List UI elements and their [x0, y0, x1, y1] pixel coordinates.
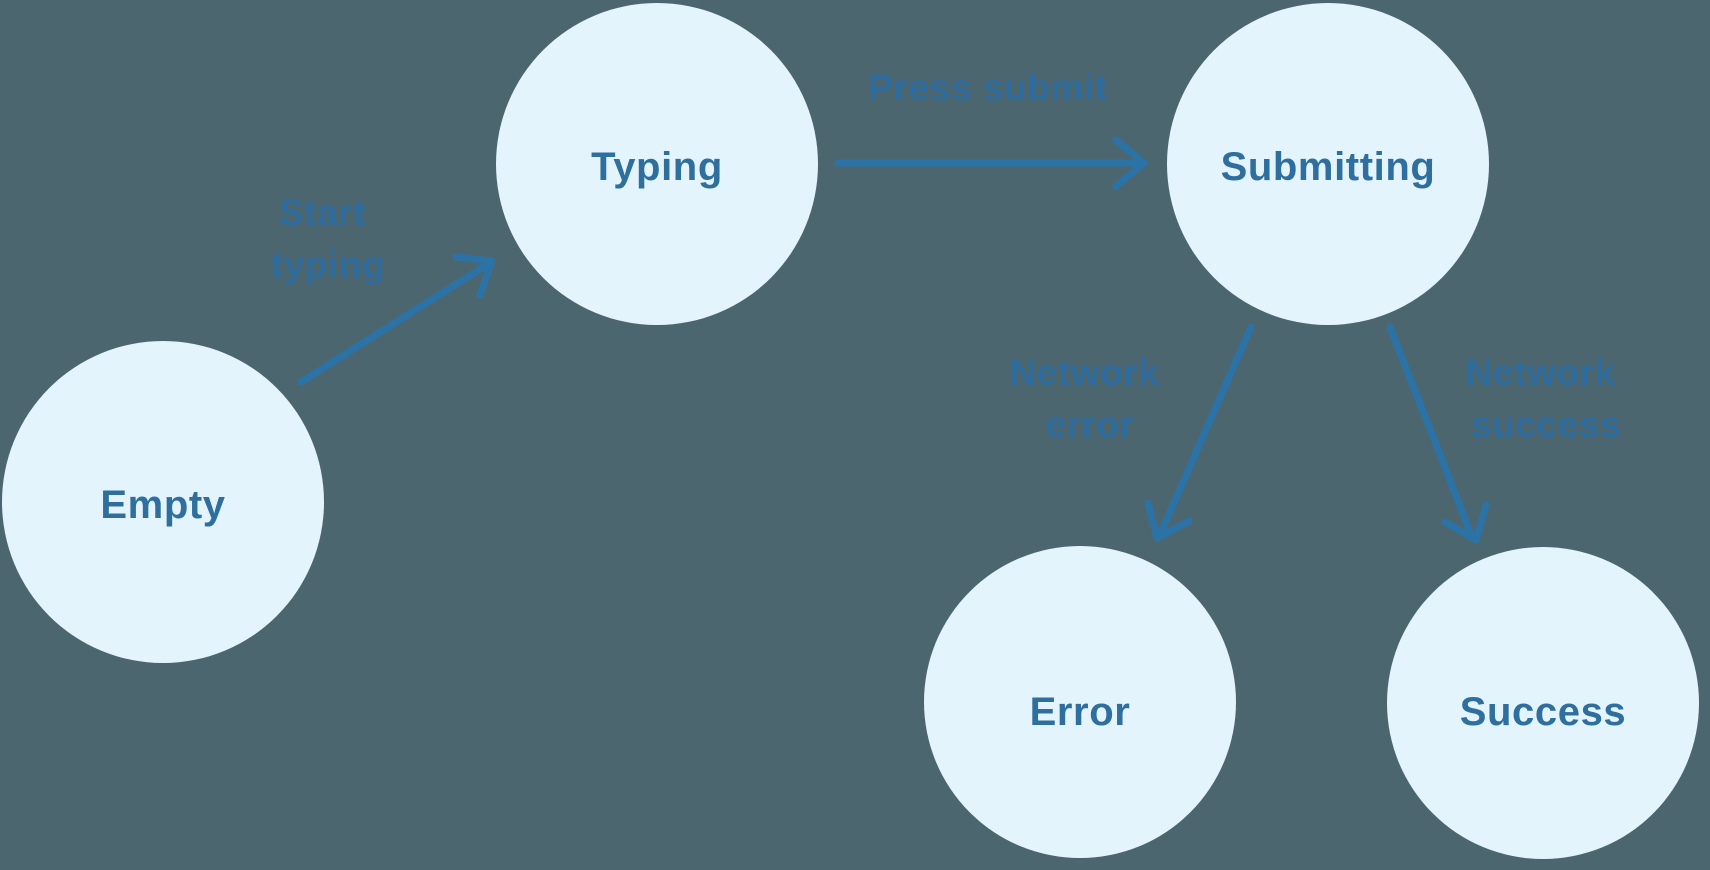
state-circle-submitting	[1167, 3, 1489, 325]
transition-network-success: Network success	[1386, 323, 1626, 544]
arrowhead-submitting-to-error	[1144, 499, 1193, 542]
transition-press-submit: Press submit	[834, 67, 1148, 190]
state-node-typing: Typing	[496, 3, 818, 325]
arrowhead-typing-to-submitting	[1112, 136, 1148, 190]
state-label-empty: Empty	[100, 483, 225, 527]
arrowhead-empty-to-typing	[452, 253, 496, 299]
transition-label-start-typing: Start typing	[271, 192, 386, 285]
state-label-success: Success	[1460, 690, 1627, 734]
arrow-empty-to-typing	[297, 260, 492, 386]
state-node-success: Success	[1387, 547, 1699, 859]
state-node-submitting: Submitting	[1167, 3, 1489, 325]
state-circle-error	[924, 546, 1236, 858]
state-circle-typing	[496, 3, 818, 325]
state-node-error: Error	[924, 546, 1236, 858]
transition-label-network-error: Network error	[1009, 352, 1170, 445]
state-circle-empty	[2, 341, 324, 663]
state-node-empty: Empty	[2, 341, 324, 663]
transition-start-typing: Start typing	[271, 192, 496, 386]
state-circle-success	[1387, 547, 1699, 859]
transition-label-network-success: Network success	[1465, 352, 1626, 445]
state-label-error: Error	[1030, 690, 1131, 734]
transition-network-error: Network error	[1009, 323, 1255, 542]
transition-label-press-submit: Press submit	[868, 67, 1108, 108]
state-label-submitting: Submitting	[1221, 145, 1436, 189]
state-label-typing: Typing	[591, 145, 723, 189]
arrow-submitting-to-success	[1386, 323, 1475, 538]
arrow-submitting-to-error	[1158, 323, 1255, 534]
arrowhead-submitting-to-success	[1441, 501, 1490, 544]
